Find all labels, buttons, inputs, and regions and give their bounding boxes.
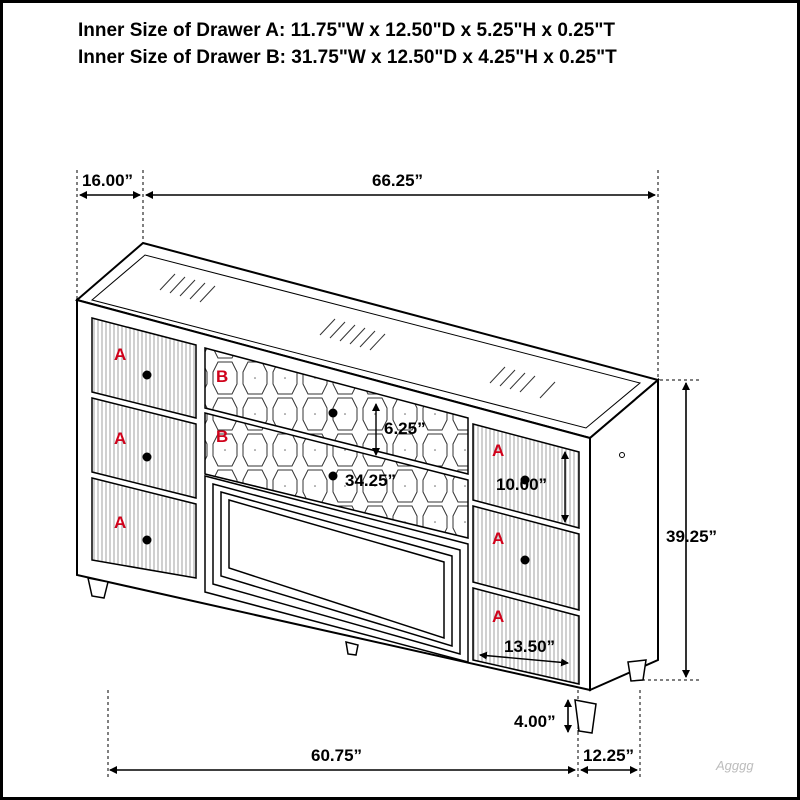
top-reflection-marks	[159, 273, 556, 399]
drawer-label-b: B	[216, 367, 228, 386]
dim-arrow-drawer-a-width	[479, 651, 569, 667]
drawer-knob-icon	[328, 408, 338, 418]
drawer-label-a: A	[492, 529, 504, 548]
dim-total-height: 39.25”	[666, 527, 717, 546]
side-hole	[619, 452, 625, 458]
drawer-label-a: A	[114, 345, 126, 364]
dim-drawer-a-height: 10.00”	[496, 475, 547, 494]
watermark: Agggg	[715, 758, 754, 773]
drawer-knob-icon	[520, 475, 530, 485]
dim-side-depth-bottom: 12.25”	[583, 746, 634, 765]
drawer-a-left-1	[91, 317, 197, 419]
drawer-a-left-2	[91, 397, 197, 499]
dimension-arrows	[79, 191, 690, 774]
leg-back-right	[627, 659, 647, 682]
dim-side-depth-top: 16.00”	[82, 171, 133, 190]
dresser-legs	[87, 577, 647, 734]
dim-drawer-b-height: 6.25”	[384, 419, 426, 438]
dimension-labels: 16.00” 66.25” 6.25” 34.25” 10.00” 13.50”…	[82, 171, 717, 765]
dim-top-width: 66.25”	[372, 171, 423, 190]
inner-measure-arrows	[372, 403, 569, 667]
drawer-label-a: A	[114, 429, 126, 448]
left-drawer-column	[91, 317, 197, 579]
drawer-label-a: A	[114, 513, 126, 532]
leg-center	[345, 640, 359, 656]
dim-front-width: 60.75”	[311, 746, 362, 765]
drawer-knob-icon	[142, 535, 152, 545]
drawer-knobs	[142, 370, 530, 565]
leg-front-left	[87, 577, 109, 599]
drawer-knob-icon	[328, 471, 338, 481]
drawer-knob-icon	[520, 555, 530, 565]
drawer-label-b: B	[216, 427, 228, 446]
dim-drawer-b-width: 34.25”	[345, 471, 396, 490]
leg-front-right	[574, 699, 597, 734]
drawer-knob-icon	[142, 452, 152, 462]
center-mirror-panel	[204, 475, 469, 663]
drawer-label-a: A	[492, 607, 504, 626]
drawer-knob-icon	[142, 370, 152, 380]
drawer-letter-labels: A A A B B A A A	[114, 345, 504, 626]
dim-drawer-a-width: 13.50”	[504, 637, 555, 656]
drawer-label-a: A	[492, 441, 504, 460]
top-mirror-inset	[90, 254, 642, 429]
side-face	[589, 377, 659, 692]
drawer-b-spec: Inner Size of Drawer B: 31.75"W x 12.50"…	[78, 47, 617, 68]
drawer-a-spec: Inner Size of Drawer A: 11.75"W x 12.50"…	[78, 20, 615, 41]
dim-leg-height: 4.00”	[514, 712, 556, 731]
drawer-a-left-3	[91, 477, 197, 579]
